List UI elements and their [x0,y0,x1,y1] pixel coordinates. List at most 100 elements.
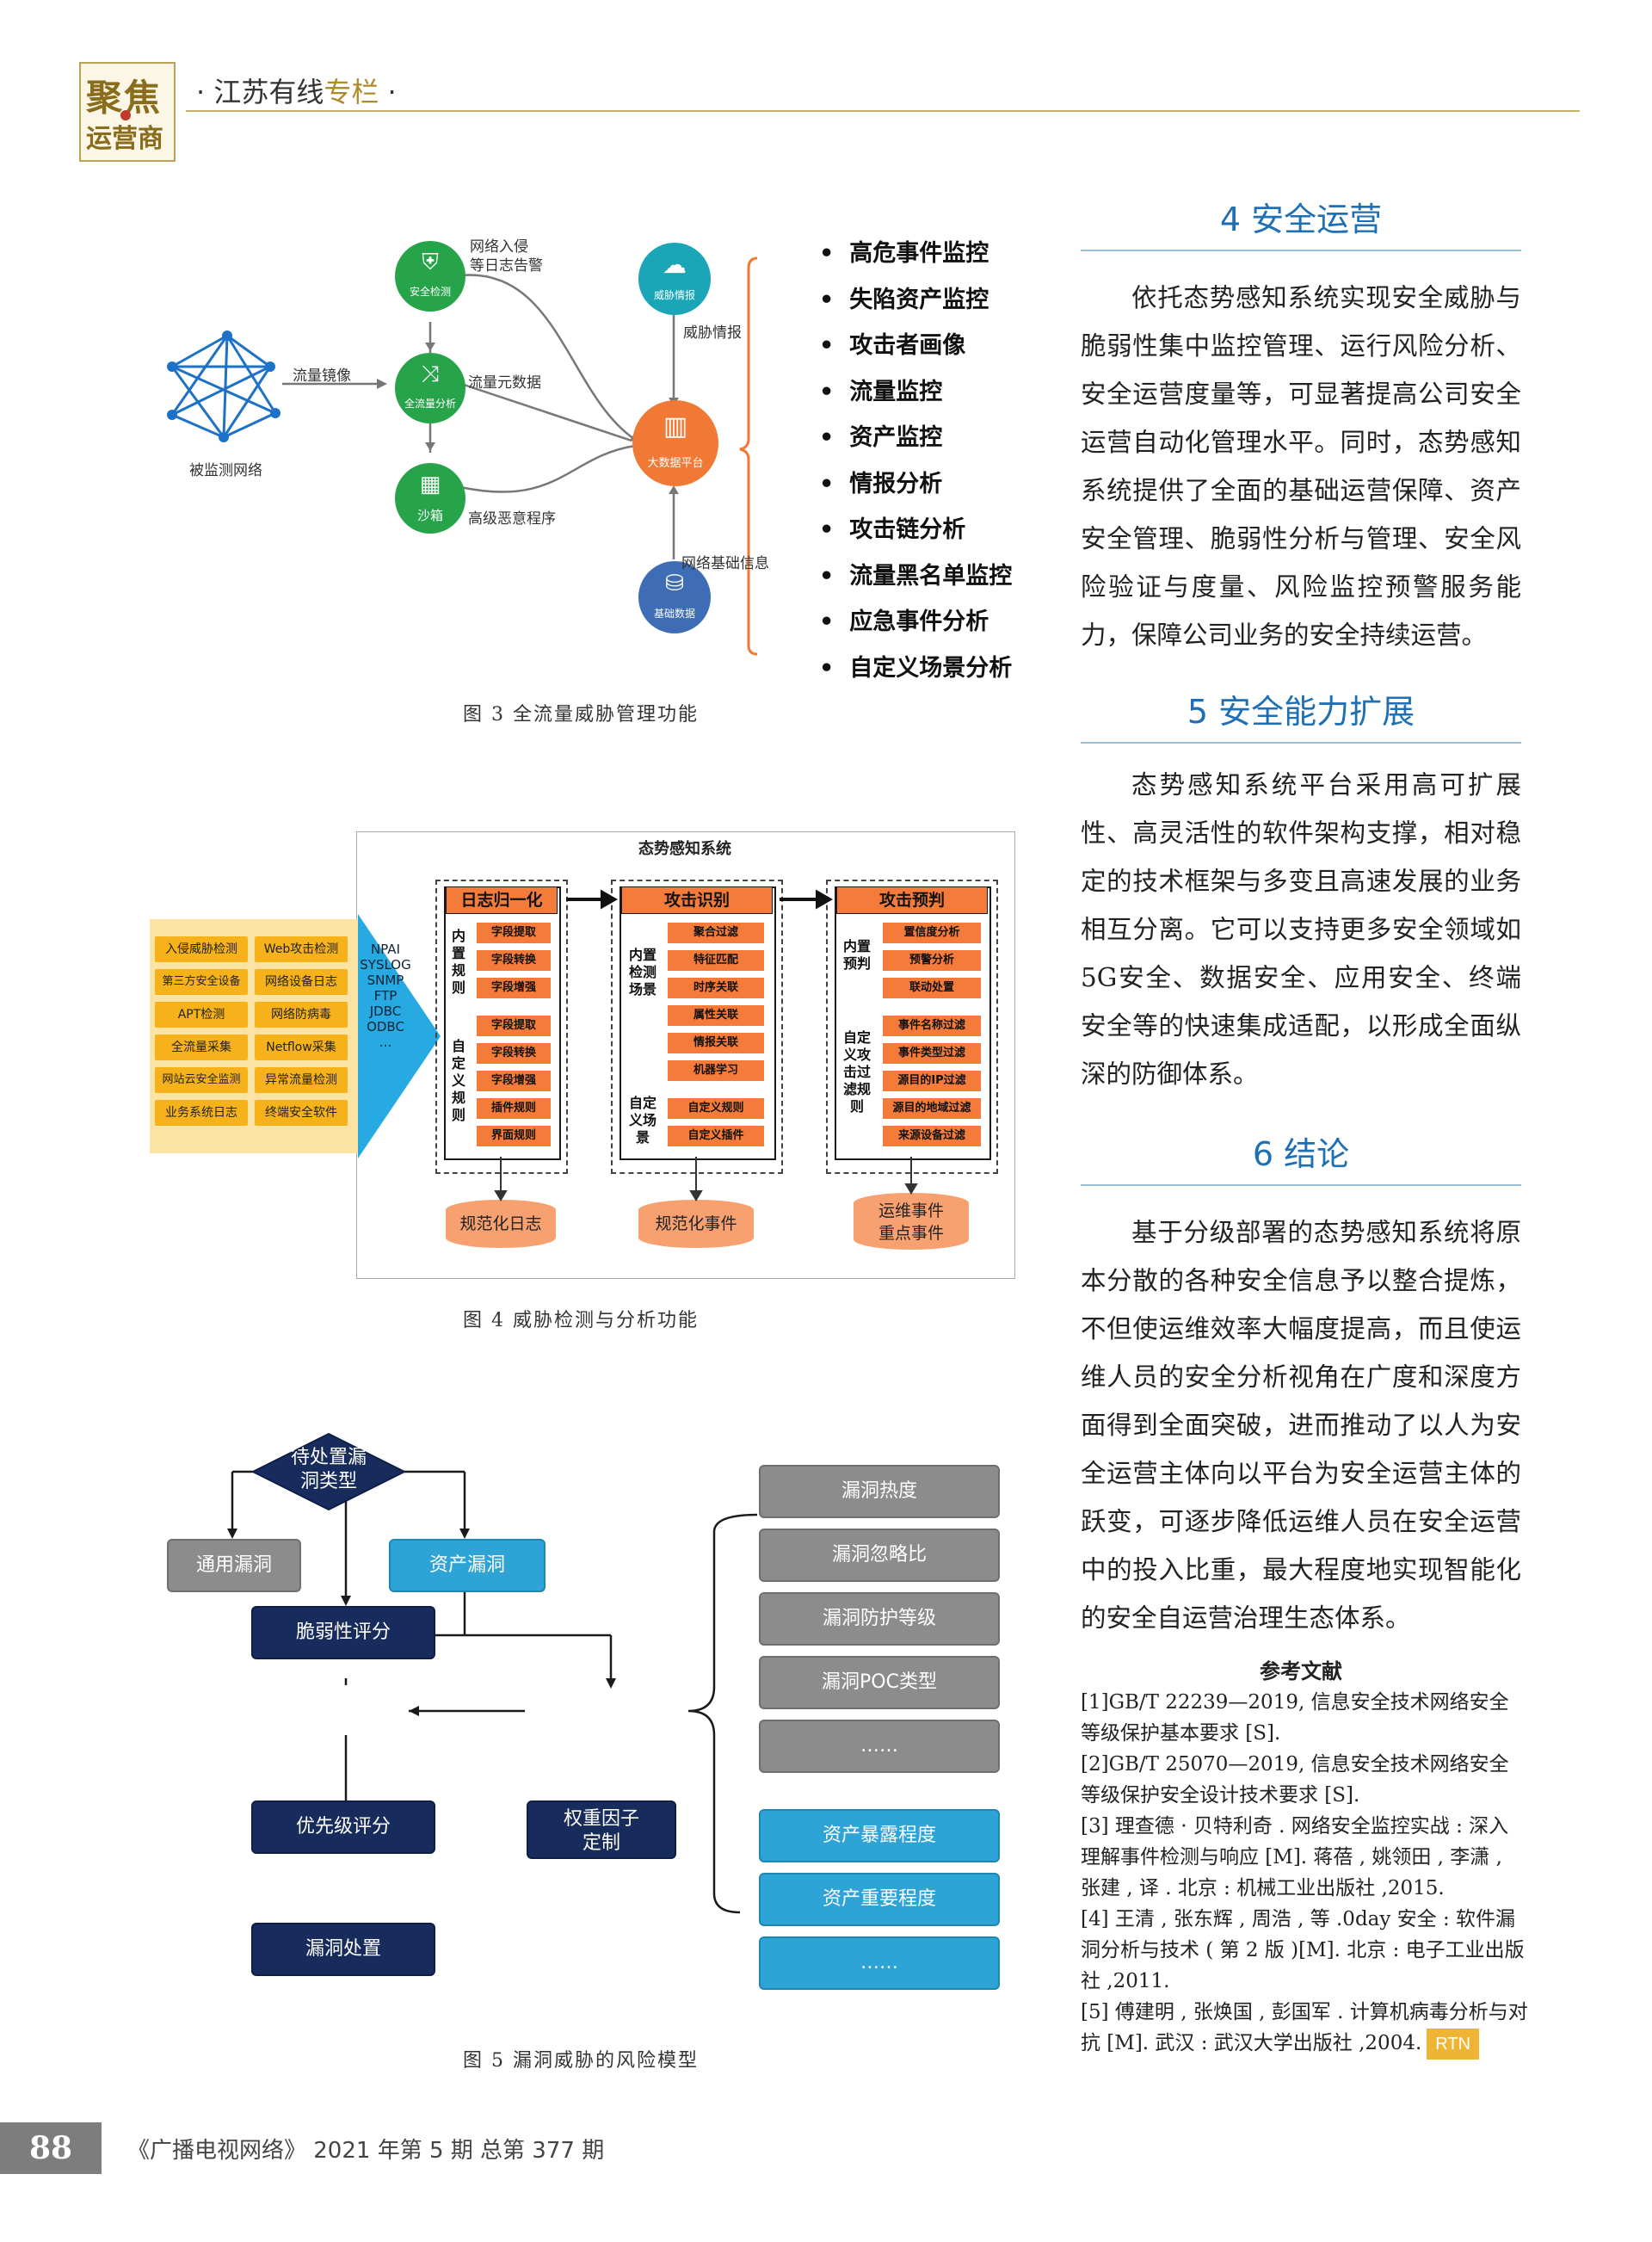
sandbox-icon: ▦ [419,472,441,497]
col2-group1-label: 内置检测场景 [628,947,656,997]
edge-intel-label: 威胁情报 [683,324,742,342]
column-title: · 江苏有线专栏 · [196,71,397,110]
threat-intel-label: 威胁情报 [653,289,695,301]
rtn-end-mark: RTN [1427,2029,1480,2060]
full-flow-node: ⤨ 全流量分析 [395,353,465,423]
asset-vuln-box: 资产漏洞 [389,1539,546,1592]
section6-heading: 6 结论 [1252,1135,1350,1173]
col3-g1-item: 联动处置 [883,978,981,998]
figure3-diagram [167,256,758,656]
logo-dot-icon [120,110,131,120]
col2-output-cylinder: 规范化事件 [638,1200,754,1248]
header-rule [186,110,1580,112]
gray-factor-box: 漏洞忽略比 [759,1529,1000,1582]
logo-line2: 运营商 [86,124,163,154]
function-item: •攻击链分析 [819,516,966,543]
vuln-handling-box: 漏洞处置 [251,1923,435,1976]
gray-factor-box: 漏洞防护等级 [759,1592,1000,1646]
col1-g2-item: 字段增强 [477,1071,551,1091]
reference-item: [3] 理查德 · 贝特利奇 . 网络安全监控实战 : 深入理解事件检测与响应 … [1081,1815,1509,1899]
chart-icon: ▥ [663,411,688,442]
monitored-network-label: 被监测网络 [189,462,262,479]
source-item: Netflow采集 [255,1035,348,1060]
priority-score-box: 优先级评分 [251,1800,435,1854]
section5-heading: 5 安全能力扩展 [1187,693,1415,731]
col2-group2-label: 自定义场景 [628,1095,656,1146]
function-item: •自定义场景分析 [819,654,1013,682]
security-detection-node: ⛨ 安全检测 [395,241,465,312]
function-item: •流量黑名单监控 [819,562,1013,590]
reference-item: [1]GB/T 22239—2019, 信息安全技术网络安全等级保护基本要求 [… [1081,1691,1509,1745]
col2-g1-item: 情报关联 [668,1033,764,1053]
source-item: 网络设备日志 [255,969,348,995]
col3-g2-item: 事件名称过滤 [883,1016,981,1036]
ingest-arrow-icon [358,914,441,1158]
source-item: 业务系统日志 [155,1100,248,1126]
col1-header: 日志归一化 [446,886,558,914]
edge-malware-label: 高级恶意程序 [468,510,556,528]
source-item: 全流量采集 [155,1035,248,1060]
function-item: •资产监控 [819,424,943,451]
column-logo: 聚焦 运营商 [79,62,176,162]
source-item: 异常流量检测 [255,1067,348,1093]
figure4-caption: 图 4 威胁检测与分析功能 [463,1310,699,1331]
reference-item: [2]GB/T 25070—2019, 信息安全技术网络安全等级保护安全设计技术… [1081,1753,1509,1807]
column-highlight: 专栏 [324,76,379,108]
blue-factor-box: 资产暴露程度 [759,1809,1000,1862]
full-flow-label: 全流量分析 [404,398,456,410]
sandbox-node: ▦ 沙箱 [395,463,465,534]
col1-g1-item: 字段增强 [477,978,551,998]
gray-factor-box: 漏洞POC类型 [759,1656,1000,1709]
section4-heading: 4 安全运营 [1219,201,1383,238]
decision-diamond [251,1432,406,1511]
network-icon [170,334,277,439]
function-item: •失陷资产监控 [819,286,989,313]
figure4-title: 态势感知系统 [638,840,731,858]
col3-g2-item: 源目的IP过滤 [883,1071,981,1091]
section5-paragraph: 态势感知系统平台采用高可扩展性、高灵活性的软件架构支撑，相对稳定的技术框架与多变… [1081,770,1521,1089]
database-icon: ⛁ [665,571,684,596]
function-item: •应急事件分析 [819,608,989,635]
col1-g2-item: 字段提取 [477,1016,551,1036]
shield-icon: ⛨ [422,250,439,275]
section5-rule [1081,742,1521,744]
col3-header: 攻击预判 [836,886,988,914]
edge-mirror-label: 流量镜像 [293,367,351,385]
figure3-function-list: •高危事件监控 •失陷资产监控 •攻击者画像 •流量监控 •资产监控 •情报分析… [819,231,1012,691]
col1-g1-item: 字段提取 [477,923,551,943]
col3-g2-item: 源目的地域过滤 [883,1098,981,1119]
figure5-caption: 图 5 漏洞威胁的风险模型 [463,2050,699,2072]
threat-intel-node: ☁ 威胁情报 [638,243,711,315]
source-item: Web攻击检测 [255,936,348,962]
col2-g1-item: 属性关联 [668,1005,764,1026]
figure3-caption: 图 3 全流量威胁管理功能 [463,704,699,726]
col1-output-cylinder: 规范化日志 [446,1200,556,1248]
page-number: 88 [0,2122,102,2174]
figure4-arrows [494,889,918,1201]
col2-g2-item: 自定义规则 [668,1098,764,1119]
col2-header: 攻击识别 [621,886,773,914]
edge-metadata-label: 流量元数据 [468,374,541,392]
source-item: 终端安全软件 [255,1100,348,1126]
section6-paragraph: 基于分级部署的态势感知系统将原本分散的各种安全信息予以整合提炼，不但使运维效率大… [1081,1218,1521,1633]
general-vuln-box: 通用漏洞 [167,1539,301,1592]
cloud-icon: ☁ [663,250,687,279]
sandbox-label: 沙箱 [416,508,443,523]
security-detection-label: 安全检测 [409,286,451,298]
protocol-list: NPAI SYSLOG SNMP FTP JDBC ODBC … [360,942,411,1050]
col2-g1-item: 机器学习 [668,1060,764,1081]
decision-label: 待处置漏 洞类型 [290,1447,367,1492]
edge-netinfo-label: 网络基础信息 [681,555,769,572]
references-heading: 参考文献 [1260,1659,1342,1683]
base-data-label: 基础数据 [653,608,695,620]
column-prefix: · 江苏有线 [196,76,324,108]
col1-group2-label: 自定义规则 [451,1038,465,1123]
reference-item: [4] 王清 , 张东辉 , 周浩 , 等 .0day 安全 : 软件漏洞分析与… [1081,1908,1525,1992]
col1-g2-item: 界面规则 [477,1126,551,1146]
source-item: 网站云安全监测 [155,1067,248,1093]
blue-factor-box: …… [759,1936,1000,1990]
col3-g1-item: 置信度分析 [883,923,981,943]
col3-output-cylinder: 运维事件 重点事件 [854,1193,969,1250]
section6-rule [1081,1184,1521,1186]
col3-group1-label: 内置预判 [842,938,871,972]
